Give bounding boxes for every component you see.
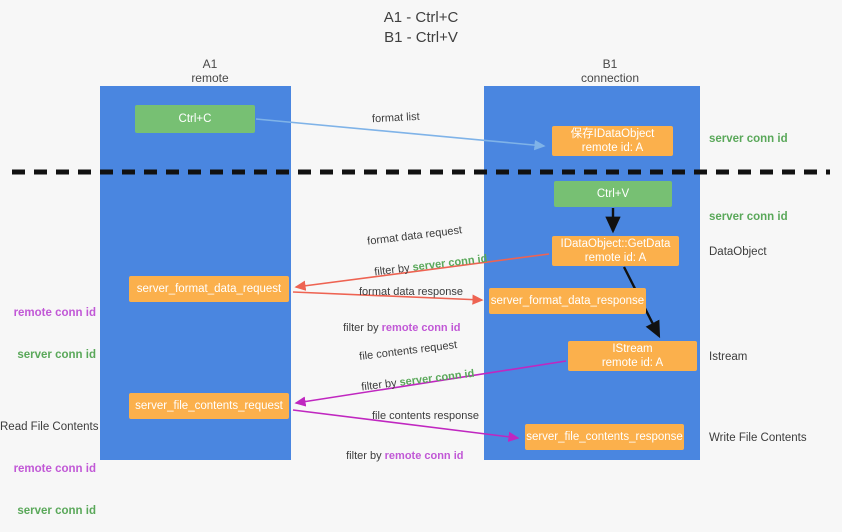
filter-value-remote-conn-id: remote conn id [381, 322, 461, 334]
edge-label-file-contents-response: file contents response [372, 410, 480, 422]
node-save-idataobject[interactable]: 保存IDataObject remote id: A [552, 126, 673, 156]
node-server-format-data-request[interactable]: server_format_data_request [129, 276, 289, 302]
page-title: A1 - Ctrl+C B1 - Ctrl+V [383, 9, 459, 46]
column-header-b1: B1 connection [580, 57, 640, 85]
note-server-conn-id-top: server conn id [709, 133, 788, 145]
edge-label-format-list: format list [371, 110, 420, 126]
arrow-file-contents-response [292, 409, 520, 442]
note-write-file-contents: Write File Contents [709, 432, 807, 444]
note-server-conn-id-mid: server conn id [709, 211, 788, 223]
edge-label-file-contents-response-filter: filter by remote conn id [340, 434, 463, 464]
node-ctrl-v[interactable]: Ctrl+V [554, 181, 672, 207]
node-server-file-contents-request[interactable]: server_file_contents_request [129, 393, 289, 419]
arrow-file-contents-request [294, 360, 567, 407]
edge-label-format-data-response-filter: filter by remote conn id [337, 306, 460, 336]
arrow-format-data-request [294, 253, 550, 291]
note-server-conn-id-2: server conn id [17, 505, 96, 517]
node-ctrl-c[interactable]: Ctrl+C [135, 105, 255, 133]
note-read-file-contents: Read File Contents [0, 421, 99, 433]
note-conn-ids-group-1: remote conn id server conn id [0, 278, 96, 376]
note-server-conn-id-1: server conn id [17, 349, 96, 361]
node-istream[interactable]: IStream remote id: A [568, 341, 697, 371]
filter-prefix: filter by [373, 261, 414, 279]
note-dataobject: DataObject [709, 246, 767, 258]
node-server-file-contents-response[interactable]: server_file_contents_response [525, 424, 684, 450]
filter-prefix: filter by [360, 376, 401, 394]
edge-label-format-data-response: format data response [359, 286, 463, 298]
filter-value-remote-conn-id: remote conn id [384, 450, 464, 462]
note-istream: Istream [709, 351, 748, 363]
column-header-a1: A1 remote [191, 57, 229, 85]
node-server-format-data-response[interactable]: server_format_data_response [489, 288, 646, 314]
note-remote-conn-id-2: remote conn id [13, 463, 96, 475]
filter-prefix: filter by [343, 322, 382, 334]
note-conn-ids-group-2: Read File Contents remote conn id server… [0, 392, 99, 532]
arrow-format-list [255, 118, 546, 151]
arrow-format-data-response [292, 291, 484, 305]
node-idataobject-getdata[interactable]: IDataObject::GetData remote id: A [552, 236, 679, 266]
filter-prefix: filter by [346, 450, 385, 462]
note-remote-conn-id-1: remote conn id [13, 307, 96, 319]
